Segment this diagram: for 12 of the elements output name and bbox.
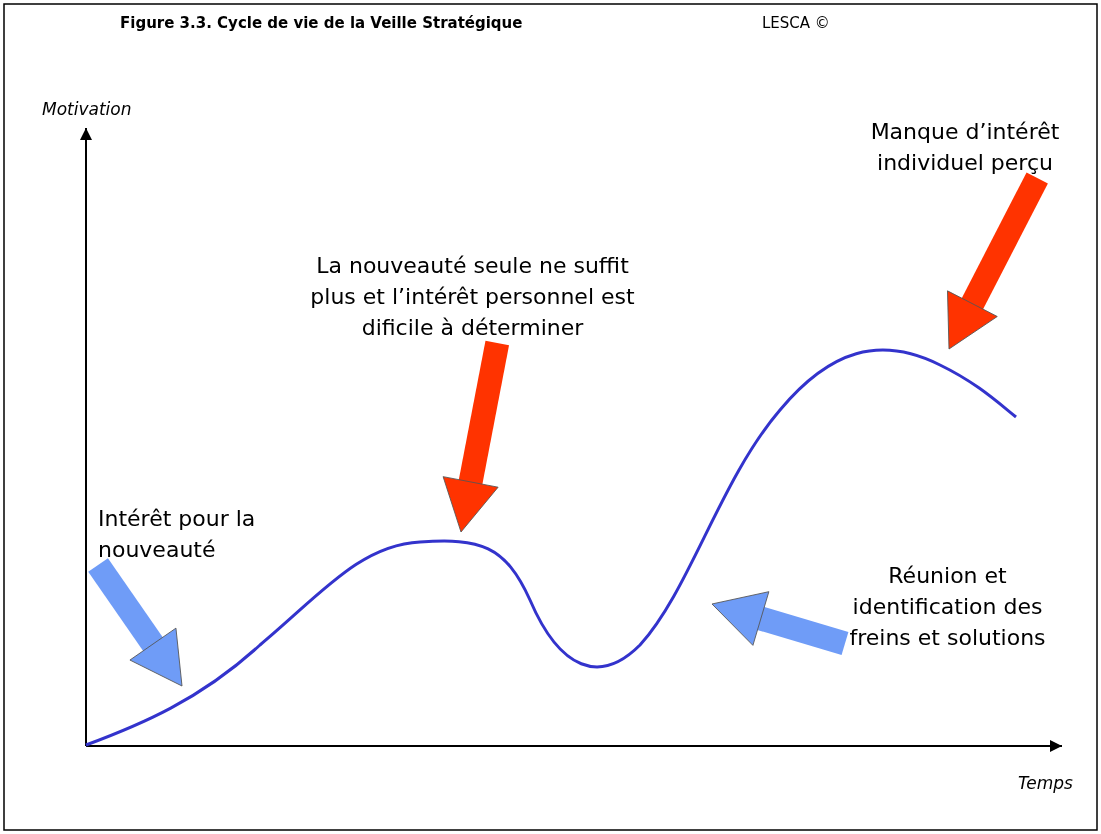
block-arrow (442, 340, 510, 533)
callout-text: Manque d’intérêt individuel perçu (860, 116, 1070, 178)
callout-text: Réunion et identification des freins et solutions (845, 560, 1050, 653)
callout-text: Intérêt pour la nouveauté (98, 503, 258, 565)
callout-text: La nouveauté seule ne suffit plus et l’intérêt personnel est dificile à déterminer (300, 250, 645, 343)
figure-title: Figure 3.3. Cycle de vie de la Veille Stratégique (120, 14, 523, 32)
copyright-note: LESCA © (762, 14, 830, 32)
block-arrow (947, 172, 1048, 350)
axis-title: Motivation (42, 99, 132, 119)
axis-title: Temps (1018, 773, 1073, 793)
block-arrow (88, 558, 183, 687)
block-arrow (711, 591, 849, 655)
